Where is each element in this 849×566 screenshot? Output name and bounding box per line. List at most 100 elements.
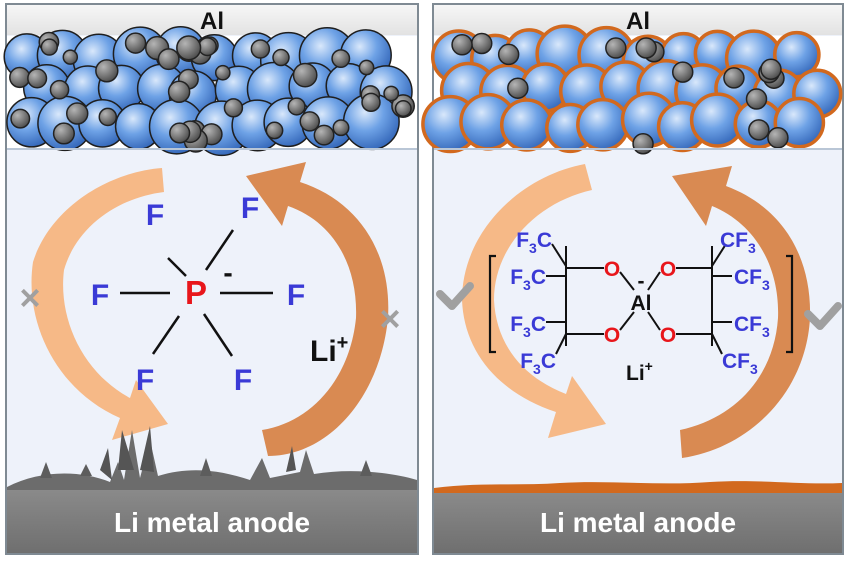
carbon-particle: [767, 127, 789, 149]
arrow-up-right: [246, 162, 389, 456]
carbon-particle: [394, 99, 412, 118]
left-bracket: [488, 254, 496, 354]
carbon-particle: [272, 48, 290, 67]
cross-icon: ×: [379, 298, 400, 339]
active-particle: [576, 97, 630, 152]
fluorine-atom: F: [146, 199, 164, 232]
anode-label: Li metal anode: [114, 507, 310, 538]
oxygen-atom: O: [660, 324, 676, 347]
carbon-particle: [299, 111, 321, 132]
carbon-particle: [250, 39, 271, 59]
carbon-particle: [95, 59, 119, 83]
right-bracket: [786, 254, 794, 354]
carbon-particle: [451, 34, 473, 56]
carbon-particle: [332, 119, 350, 137]
arrow-down-left: [462, 164, 606, 438]
carbon-particle: [124, 32, 147, 54]
carbon-particle: [27, 68, 48, 89]
bond: [202, 313, 234, 357]
right-panel: Al: [421, 3, 844, 555]
carbon-particle: [361, 92, 381, 113]
fluorine-atom: F: [91, 279, 109, 312]
dendrite-growth: [7, 430, 417, 492]
lithium-cation: Li+: [626, 358, 653, 385]
cross-icon: ×: [19, 277, 40, 318]
aluminate-anion: F3C F3C F3C F3C CF3 CF3 CF3 CF3 O O O O …: [488, 229, 794, 385]
anode-label: Li metal anode: [540, 507, 736, 538]
oxygen-atom: O: [660, 258, 676, 281]
cation-charge: +: [337, 332, 349, 354]
fluorine-atom: F: [241, 192, 259, 225]
bonds: [546, 243, 732, 355]
fluorine-atom: F: [234, 364, 252, 397]
carbon-particle: [9, 66, 31, 89]
bond: [647, 271, 661, 291]
anion-charge: -: [638, 270, 645, 293]
bond: [711, 333, 723, 355]
check-icon: [436, 282, 474, 310]
cathode-particles-uncoated: [3, 26, 415, 157]
al-current-collector: [7, 5, 417, 35]
ion-cycle-arrows: [462, 164, 811, 458]
carbon-particle: [497, 43, 520, 66]
carbon-particle: [287, 97, 306, 116]
bond: [551, 243, 567, 267]
carbon-particle: [265, 121, 284, 140]
carbon-particle: [223, 98, 244, 118]
anode-dendrites: [7, 426, 417, 492]
left-panel: Al × × F F F F F F P - Li+: [3, 3, 419, 555]
cf3-group: CF3: [722, 350, 758, 377]
cf3-group: F3C: [510, 313, 546, 340]
carbon-particle: [40, 38, 59, 56]
bond: [647, 311, 661, 331]
lithium-cation: Li+: [310, 332, 348, 368]
bond: [151, 315, 181, 355]
anion-charge: -: [223, 257, 232, 288]
carbon-particle: [176, 35, 202, 61]
carbon-particle: [671, 61, 694, 83]
carbon-particle: [635, 37, 657, 59]
carbon-particle: [197, 37, 217, 57]
carbon-particle: [157, 48, 180, 71]
protective-film: [434, 481, 842, 494]
carbon-particle: [313, 124, 335, 146]
lithium-symbol: Li: [310, 335, 337, 368]
carbon-particle: [167, 80, 191, 104]
dendrite-spikes: [100, 426, 296, 480]
carbon-particle: [723, 67, 745, 89]
carbon-particle: [65, 102, 89, 125]
dendrite-spikes: [40, 458, 372, 478]
li-anode: [7, 490, 417, 553]
fluorine-atom: F: [287, 279, 305, 312]
carbon-particle: [214, 64, 231, 81]
carbon-particle: [383, 85, 400, 102]
carbon-particle: [62, 49, 79, 65]
carbon-particle: [470, 32, 493, 55]
phosphorus-atom: P: [185, 274, 207, 311]
carbon-particle: [358, 59, 375, 76]
aluminum-atom: Al: [631, 292, 652, 315]
li-anode: [434, 493, 842, 553]
oxygen-atom: O: [604, 324, 620, 347]
carbon-particle: [632, 132, 654, 155]
carbon-particle: [507, 77, 529, 99]
arrow-down-left: [31, 168, 169, 440]
check-icon: [804, 302, 842, 330]
al-current-collector: [434, 5, 842, 35]
cf3-group: CF3: [720, 229, 756, 256]
carbon-particle: [760, 58, 782, 81]
cf3-group: CF3: [734, 266, 770, 293]
carbon-particle: [331, 49, 351, 69]
cf3-group: F3C: [510, 266, 546, 293]
carbon-particle: [745, 88, 768, 110]
oxygen-atom: O: [604, 258, 620, 281]
carbon-particle: [49, 79, 70, 100]
carbon-particle: [98, 107, 118, 127]
bond: [619, 311, 635, 331]
pf6-anion: F F F F F F P -: [91, 192, 305, 397]
bond: [555, 333, 567, 355]
cf3-group: F3C: [516, 229, 552, 256]
carbon-particle: [605, 37, 627, 59]
ion-cycle-arrows: [31, 162, 389, 456]
